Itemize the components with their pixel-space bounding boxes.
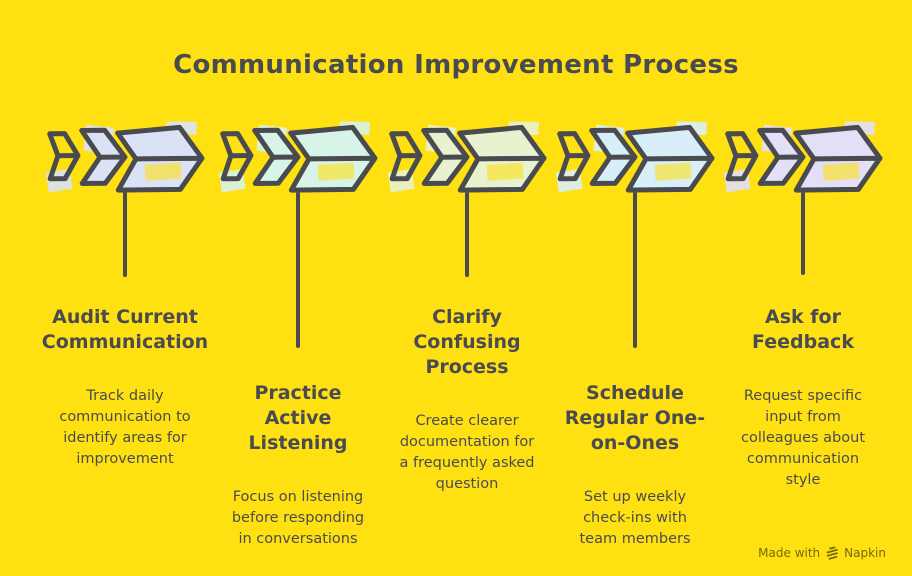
process-arrow-icon: [45, 121, 205, 200]
process-arrow-icon: [555, 121, 715, 200]
step-description: Create clearer documentation for a frequ…: [399, 413, 535, 492]
step-text-block: Schedule Regular One- on-Ones Set up wee…: [540, 362, 730, 569]
step-description: Set up weekly check-ins with team member…: [579, 489, 691, 547]
process-arrow-icon: [387, 121, 547, 200]
process-arrow-icon: [218, 121, 378, 200]
made-with-label: Made with: [758, 546, 821, 560]
connector-line: [123, 192, 127, 277]
process-arrow-icon: [723, 121, 883, 200]
step-title: Schedule Regular One- on-Ones: [564, 382, 706, 454]
step-text-block: Audit Current Communication Track daily …: [30, 286, 220, 489]
page-title: Communication Improvement Process: [173, 50, 739, 80]
made-with-napkin-credit: Made with Napkin: [758, 546, 886, 560]
step-description: Focus on listening before responding in …: [231, 489, 365, 547]
connector-line: [296, 192, 300, 348]
connector-line: [801, 192, 805, 275]
step-description: Request specific input from colleagues a…: [740, 388, 866, 488]
step-title: Ask for Feedback: [752, 306, 854, 353]
napkin-logo-icon: [825, 546, 839, 560]
connector-line: [465, 192, 469, 277]
step-text-block: Clarify Confusing Process Create clearer…: [372, 286, 562, 514]
step-title: Clarify Confusing Process: [413, 306, 521, 378]
connector-line: [633, 192, 637, 348]
step-text-block: Ask for Feedback Request specific input …: [708, 286, 898, 510]
napkin-brand-label: Napkin: [844, 546, 886, 560]
step-text-block: Practice Active Listening Focus on liste…: [203, 362, 393, 569]
step-title: Audit Current Communication: [41, 306, 209, 353]
step-description: Track daily communication to identify ar…: [59, 388, 191, 467]
step-title: Practice Active Listening: [248, 382, 348, 454]
